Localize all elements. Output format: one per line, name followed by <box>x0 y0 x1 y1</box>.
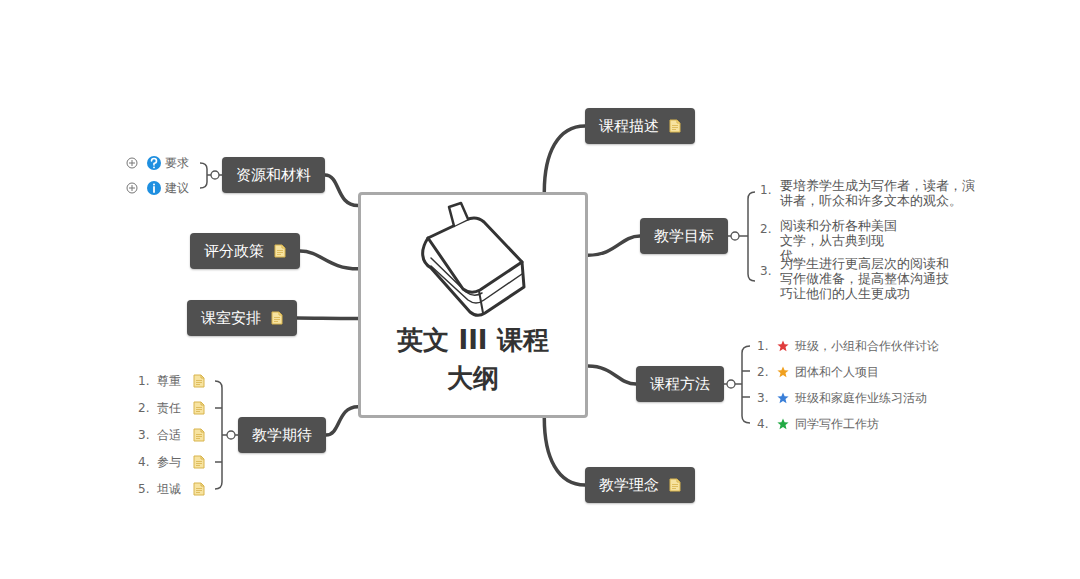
topic-text: 评分政策 <box>204 241 264 261</box>
item-number: 4. <box>757 416 768 432</box>
collapse-circle <box>227 431 235 439</box>
item-text: 建议 <box>165 180 189 196</box>
topic-text: 课程方法 <box>650 374 710 394</box>
item-text: 参与 <box>157 454 181 470</box>
item-text: 合适 <box>157 427 181 443</box>
item-text: 班级和家庭作业练习活动 <box>795 390 927 406</box>
item-number: 3. <box>760 263 771 279</box>
branch-connector <box>297 316 358 320</box>
central-topic: 英文 III 课程 大纲 <box>358 192 588 418</box>
goal-text: 要培养学生成为写作者，读者，演讲者，听众和许多文本的观众。 <box>780 178 976 208</box>
expand-icons <box>127 158 137 193</box>
branch-connector <box>544 418 585 485</box>
note-icons <box>194 375 204 495</box>
item-number: 1. <box>760 182 771 198</box>
item-text: 责任 <box>157 400 181 416</box>
goal-text: 为学生进行更高层次的阅读和写作做准备，提高整体沟通技巧让他们的人生更成功 <box>780 256 960 301</box>
item-number: 5. <box>138 481 149 497</box>
topic-box: 评分政策 <box>190 233 300 269</box>
branch-connector <box>325 175 358 206</box>
branch-connector <box>544 126 585 192</box>
branch-connector <box>300 251 358 269</box>
note-icon <box>271 311 283 325</box>
branch-connector <box>588 366 636 384</box>
note-icon <box>274 244 286 258</box>
topic-box: 资源和材料 <box>222 157 325 193</box>
priority-stars <box>777 341 788 430</box>
topic-box: 教学期待 <box>238 417 326 453</box>
topic-text: 教学期待 <box>252 425 312 445</box>
item-number: 2. <box>760 221 771 237</box>
item-text: 尊重 <box>157 373 181 389</box>
item-number: 3. <box>757 390 768 406</box>
topic-text: 课程描述 <box>599 116 659 136</box>
item-number: 1. <box>757 338 768 354</box>
item-text: 要求 <box>165 155 189 171</box>
item-text: 团体和个人项目 <box>795 364 879 380</box>
book-illustration <box>423 203 524 315</box>
topic-text: 英文 III 课程 大纲 <box>389 321 557 397</box>
topic-box: 课程方法 <box>636 366 724 402</box>
info-badges <box>147 156 161 195</box>
item-number: 1. <box>138 373 149 389</box>
item-number: 2. <box>757 364 768 380</box>
topic-text: 课室安排 <box>201 308 261 328</box>
item-number: 2. <box>138 400 149 416</box>
note-icon <box>669 119 681 133</box>
collapse-circle <box>727 380 735 388</box>
item-number: 4. <box>138 454 149 470</box>
collapse-circle <box>731 232 739 240</box>
item-text: 同学写作工作坊 <box>795 416 879 432</box>
topic-box: 课程描述 <box>585 108 695 144</box>
topic-box: 教学目标 <box>640 218 728 254</box>
collapse-circle <box>211 171 219 179</box>
topic-box: 教学理念 <box>585 467 695 503</box>
branch-connector <box>326 407 358 435</box>
topic-text: 资源和材料 <box>236 165 311 185</box>
item-text: 班级，小组和合作伙伴讨论 <box>795 338 939 354</box>
item-number: 3. <box>138 427 149 443</box>
branch-connector <box>588 236 640 255</box>
topic-box: 课室安排 <box>187 300 297 336</box>
item-text: 坦诚 <box>157 481 181 497</box>
topic-text: 教学目标 <box>654 226 714 246</box>
note-icon <box>669 478 681 492</box>
topic-text: 教学理念 <box>599 475 659 495</box>
